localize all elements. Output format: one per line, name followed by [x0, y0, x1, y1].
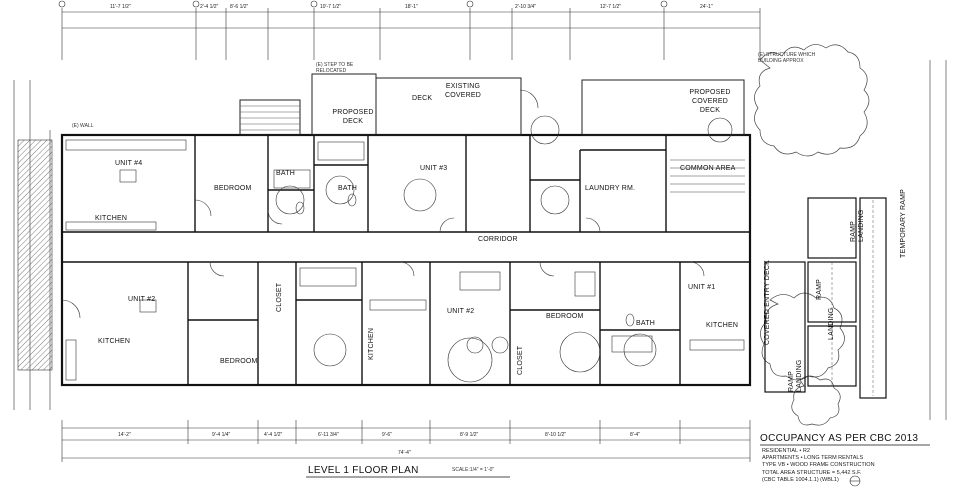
room-proposed-covered-deck: PROPOSED COVERED DECK [689, 89, 731, 114]
dim-top-8: 24'-1" [700, 4, 713, 10]
occupancy-line-1: RESIDENTIAL • R2 [762, 448, 810, 454]
furniture [119, 169, 596, 354]
dim-bottom-7: 8'-10 1/2" [545, 432, 567, 438]
room-bath-b: BATH [338, 185, 357, 192]
note-hatched-wall: (E) WALL [72, 123, 94, 129]
top-dimension-lines [61, 8, 761, 60]
top-decks [239, 73, 745, 136]
ramp-centerlines [831, 200, 874, 396]
dim-top-2: 2'-4 1/2" [200, 4, 219, 10]
dim-top-5: 18'-1" [405, 4, 418, 10]
note-structure: (E) STRUCTURE WHICH BUILDING APPROX [758, 52, 816, 64]
corridor-walls [62, 231, 750, 263]
room-corridor: CORRIDOR [478, 236, 518, 243]
room-bedroom-mid: BEDROOM [546, 313, 584, 320]
exterior-walls [60, 133, 752, 387]
room-temporary-ramp: TEMPORARY RAMP [900, 188, 907, 258]
room-existing-covered: EXISTING COVERED [444, 83, 482, 99]
dim-bottom-1: 14'-2" [118, 432, 131, 438]
occupancy-line-3: TYPE VB • WOOD FRAME CONSTRUCTION [762, 462, 875, 468]
clearance-circles [275, 115, 733, 383]
room-bath-c: BATH [636, 320, 655, 327]
room-bedroom-top: BEDROOM [214, 185, 252, 192]
dim-bottom-2: 9'-4 1/4" [212, 432, 231, 438]
room-ramp: RAMP [816, 278, 823, 300]
room-deck: DECK [412, 95, 433, 102]
occupancy-line-4: TOTAL AREA STRUCTURE = 5,442 S.F. [762, 470, 862, 476]
room-bedroom-bottom: BEDROOM [220, 358, 258, 365]
common-area-stairs [670, 159, 745, 193]
room-ramp-landing-bottom: RAMP LANDING [788, 359, 803, 392]
room-kitchen-top: KITCHEN [95, 215, 128, 222]
dim-bottom-5: 9'-6" [382, 432, 392, 438]
room-covered-entry-deck: COVERED ENTRY DECK [764, 259, 771, 345]
interior-walls-upper [194, 135, 667, 232]
dim-top-1: 11'-7 1/2" [110, 4, 131, 10]
right-dimension-lines [929, 60, 947, 420]
dim-bottom-6: 8'-9 1/2" [460, 432, 479, 438]
section-markers [849, 475, 861, 487]
room-kitchen-mid: KITCHEN [368, 327, 375, 360]
room-unit3: UNIT #3 [420, 165, 448, 172]
room-unit1: UNIT #1 [688, 284, 716, 291]
occupancy-line-5: (CBC TABLE 1004.1.1) (WBL1) [762, 477, 839, 483]
room-landing: LANDING [828, 307, 835, 340]
deck-stair-lines [240, 105, 300, 131]
dim-overall: 74'-4" [398, 450, 411, 456]
room-unit2-left: UNIT #2 [128, 296, 156, 303]
sheet-scale: SCALE:1/4" = 1'-0" [452, 467, 495, 473]
room-proposed-deck-left: PROPOSED DECK [332, 109, 374, 125]
dim-top-7: 12'-7 1/2" [600, 4, 622, 10]
room-closet-a: CLOSET [276, 282, 283, 312]
tree-outlines [754, 44, 870, 426]
room-unit2: UNIT #2 [447, 308, 475, 315]
dim-bottom-8: 8'-4" [630, 432, 640, 438]
room-unit4: UNIT #4 [115, 160, 143, 167]
grid-bubbles-top [58, 0, 668, 8]
dim-top-4: 10'-7 1/2" [320, 4, 342, 10]
dim-top-6: 2'-10 3/4" [515, 4, 537, 10]
room-kitchen-right: KITCHEN [706, 322, 739, 329]
room-closet-b: CLOSET [517, 345, 524, 375]
room-bath-a: BATH [276, 170, 295, 177]
dim-bottom-3: 4'-4 1/2" [264, 432, 283, 438]
occupancy-line-2: APARTMENTS • LONG TERM RENTALS [762, 455, 864, 461]
ramps [764, 197, 887, 399]
door-swings [61, 89, 705, 319]
room-kitchen-left: KITCHEN [98, 338, 131, 345]
hatched-wall-left [17, 139, 53, 371]
sheet-title: LEVEL 1 FLOOR PLAN [308, 465, 419, 476]
dim-top-3: 8'-6 1/2" [230, 4, 249, 10]
occupancy-heading: OCCUPANCY AS PER CBC 2013 [760, 433, 919, 444]
bottom-dimension-lines [61, 420, 751, 462]
interior-walls-lower [187, 262, 681, 385]
note-step: (E) STEP TO BE RELOCATED [316, 62, 354, 74]
room-common-area: COMMON AREA [680, 165, 736, 172]
dim-bottom-4: 6'-11 3/4" [318, 432, 339, 438]
fixtures [65, 139, 745, 381]
room-ramp-landing-top: RAMP LANDING [850, 209, 865, 242]
room-laundry: LAUNDRY RM. [585, 185, 636, 192]
